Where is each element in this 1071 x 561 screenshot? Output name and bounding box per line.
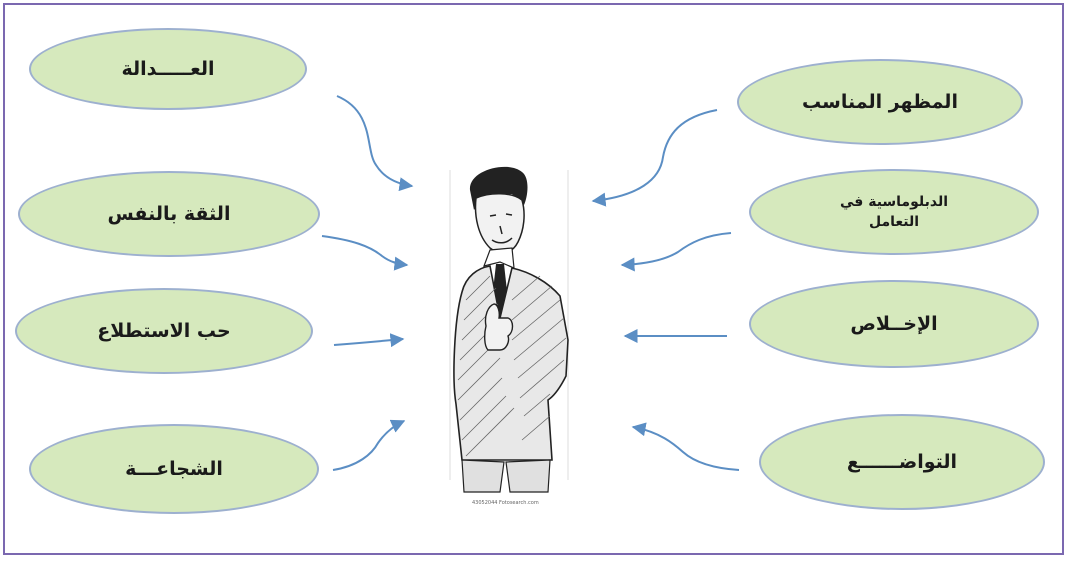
arrow-appearance	[593, 110, 717, 201]
arrow-curiosity	[334, 339, 403, 345]
arrow-humility	[633, 427, 739, 470]
arrow-justice	[337, 96, 412, 186]
arrow-self-confidence	[322, 236, 407, 265]
arrow-diplomacy	[622, 233, 731, 265]
image-caption: 43052044 Fotosearch.com	[472, 500, 539, 506]
businessman-illustration: 43052044 Fotosearch.com	[450, 167, 568, 506]
arrow-courage	[333, 421, 404, 470]
